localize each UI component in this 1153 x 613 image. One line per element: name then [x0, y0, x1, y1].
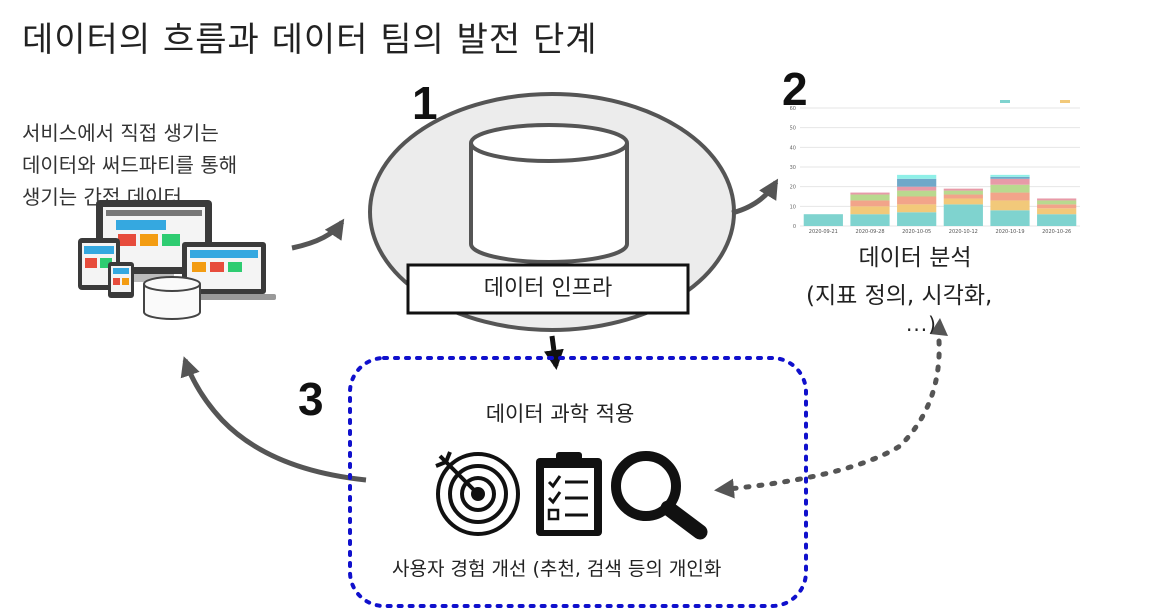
chart-bar-segment	[897, 196, 937, 205]
chart-bar-segment	[850, 194, 890, 201]
chart-bar-segment	[897, 204, 937, 213]
chart-bar-segment	[1037, 200, 1077, 205]
chart-bar-segment	[1037, 198, 1077, 201]
step-number-3: 3	[298, 373, 324, 425]
chart-y-tick-label: 60	[790, 106, 796, 112]
infra-box	[406, 263, 690, 315]
chart-y-tick-label: 0	[793, 224, 796, 230]
chart-bar-segment	[1037, 208, 1077, 215]
data-science-box	[348, 356, 808, 608]
source-description: 서비스에서 직접 생기는 데이터와 써드파티를 통해 생기는 간접 데이터	[22, 117, 322, 213]
chart-bar-segment	[990, 200, 1030, 211]
arrow-feedback-to-source	[180, 356, 367, 483]
chart-bar-segment	[897, 178, 937, 187]
chart-bar-segment	[850, 214, 890, 226]
source-line-2: 데이터와 써드파티를 통해	[22, 153, 238, 177]
chart-x-tick-label: 2020-09-28	[855, 229, 884, 235]
target-icon	[435, 451, 520, 536]
chart-bar-segment	[990, 178, 1030, 185]
chart-bar-segment	[990, 192, 1030, 201]
chart-bar-segment	[990, 174, 1030, 177]
page-title: 데이터의 흐름과 데이터 팀의 발전 단계	[22, 20, 598, 60]
chart-bar-segment	[850, 192, 890, 195]
arrow-infra-to-analysis	[731, 178, 779, 216]
arrow-head-analysis-end	[930, 318, 948, 336]
chart-x-tick-label: 2020-10-19	[995, 229, 1024, 235]
chart-bar-segment	[897, 212, 937, 226]
chart-bar-segment	[803, 214, 843, 226]
chart-y-tick-label: 50	[790, 126, 796, 132]
analysis-more: ...)	[906, 312, 937, 336]
analysis-subtitle: (지표 정의, 시각화,	[806, 283, 993, 309]
chart-bar-segment	[943, 198, 983, 205]
chart-bar-segment	[943, 204, 983, 226]
chart-x-tick-label: 2020-09-21	[809, 229, 838, 235]
chart-bar-segment	[897, 190, 937, 197]
clipboard-checklist-icon	[536, 452, 602, 536]
chart-bar-segment	[943, 194, 983, 199]
ux-improvement-label: 사용자 경험 개선 (추천, 검색 등의 개인화	[392, 558, 722, 580]
chart-y-tick-label: 40	[790, 145, 796, 151]
chart-bar-segment	[897, 186, 937, 191]
chart-x-tick-label: 2020-10-12	[949, 229, 978, 235]
database-icon	[469, 123, 629, 264]
arrow-infra-to-data-science	[543, 335, 564, 370]
magnifier-icon	[611, 451, 708, 540]
chart-bar-segment	[1037, 214, 1077, 226]
analysis-title: 데이터 분석	[858, 245, 972, 271]
analysis-chart: 0 10 20 30 40 50 60 2020-09-21 2020-09-28 2020-10…	[790, 100, 1080, 235]
chart-bar-segment	[990, 176, 1030, 179]
chart-bar-segment	[943, 188, 983, 191]
chart-bar-segment	[1037, 204, 1077, 209]
chart-y-tick-label: 20	[790, 185, 796, 191]
chart-bar-segment	[897, 174, 937, 179]
chart-legend-swatch	[1060, 100, 1070, 103]
arrow-source-to-infra	[291, 218, 345, 251]
source-line-1: 서비스에서 직접 생기는	[22, 121, 219, 145]
devices-icon	[78, 200, 276, 320]
chart-bar-segment	[943, 190, 983, 195]
chart-x-tick-label: 2020-10-05	[902, 229, 931, 235]
chart-legend-swatch	[1000, 100, 1010, 103]
chart-bar-segment	[850, 200, 890, 207]
chart-x-tick-label: 2020-10-26	[1042, 229, 1071, 235]
step-number-1: 1	[412, 77, 438, 129]
chart-bar-segment	[990, 210, 1030, 226]
chart-bar-segment	[990, 184, 1030, 193]
chart-y-tick-label: 30	[790, 165, 796, 171]
arrow-analysis-to-data-science	[714, 325, 942, 499]
chart-y-tick-label: 10	[790, 204, 796, 210]
step-number-2: 2	[782, 63, 808, 115]
infra-label: 데이터 인프라	[483, 276, 613, 301]
data-science-label: 데이터 과학 적용	[485, 402, 635, 426]
chart-bar-segment	[850, 206, 890, 215]
